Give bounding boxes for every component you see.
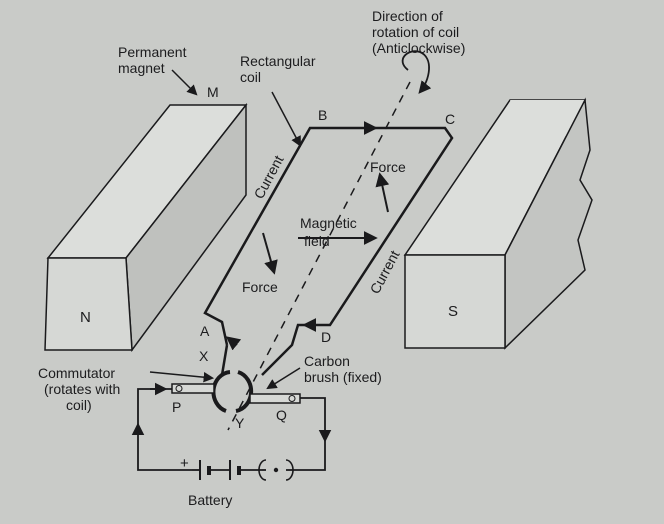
direction-label-2: rotation of coil xyxy=(372,24,459,40)
label-d: D xyxy=(321,329,331,345)
coil xyxy=(203,121,454,376)
magnet-south xyxy=(403,97,593,350)
rect-coil-label-2: coil xyxy=(240,69,261,85)
battery xyxy=(192,460,262,480)
label-m: M xyxy=(207,84,219,100)
permanent-magnet-pointer xyxy=(171,69,198,96)
rect-coil-pointer xyxy=(271,91,301,147)
label-n: N xyxy=(80,309,91,326)
battery-label: Battery xyxy=(188,492,232,508)
rotation-direction-arrow xyxy=(401,50,432,94)
carbon-brush-label-1: Carbon xyxy=(304,353,350,369)
label-b: B xyxy=(318,107,327,123)
battery-plus-sign: + xyxy=(180,455,189,472)
label-q: Q xyxy=(276,407,287,423)
commutator-label-3: coil) xyxy=(66,397,92,413)
force-label-lower: Force xyxy=(242,279,278,295)
external-circuit xyxy=(131,382,332,471)
carbon-brush-p xyxy=(171,383,215,394)
label-c: C xyxy=(445,111,455,127)
current-label-right: Current xyxy=(367,248,403,297)
permanent-magnet-label-2: magnet xyxy=(118,60,165,76)
commutator-label-2: (rotates with xyxy=(44,381,120,397)
label-y: Y xyxy=(235,415,245,431)
direction-label-1: Direction of xyxy=(372,8,443,24)
commutator-pointer xyxy=(149,371,215,383)
rect-coil-label-1: Rectangular xyxy=(240,53,316,69)
switch-key xyxy=(258,459,294,481)
carbon-brush-label-2: brush (fixed) xyxy=(304,369,382,385)
carbon-brush-q xyxy=(249,393,301,404)
label-a: A xyxy=(200,323,210,339)
label-p: P xyxy=(172,399,181,415)
magnetic-field-label-2: field xyxy=(304,233,330,249)
label-x: X xyxy=(199,348,209,364)
label-s: S xyxy=(448,303,458,320)
force-arrow-upper xyxy=(375,172,390,213)
magnetic-field-label-1: Magnetic xyxy=(300,215,357,231)
magnet-north xyxy=(44,102,248,353)
rotation-axis xyxy=(227,81,411,431)
commutator-label-1: Commutator xyxy=(38,365,115,381)
force-label-upper: Force xyxy=(370,159,406,175)
carbon-brush-pointer xyxy=(266,367,301,390)
direction-label-3: (Anticlockwise) xyxy=(372,40,465,56)
permanent-magnet-label-1: Permanent xyxy=(118,44,187,60)
force-arrow-lower xyxy=(262,232,278,275)
commutator xyxy=(211,370,254,413)
